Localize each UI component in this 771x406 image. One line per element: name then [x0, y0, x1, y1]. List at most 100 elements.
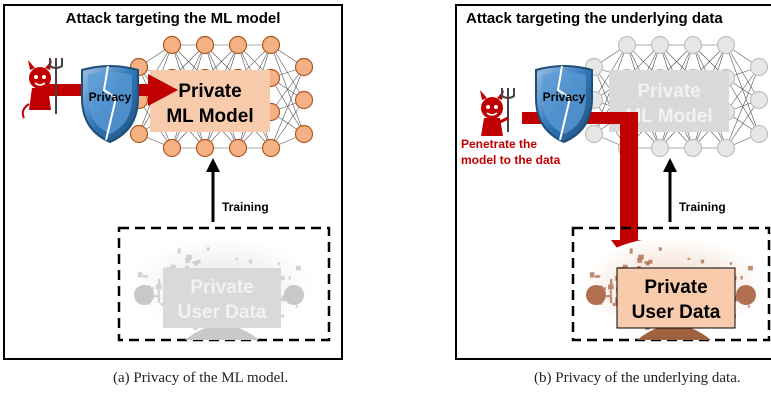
data-glyph — [278, 314, 284, 318]
data-glyph — [235, 257, 239, 260]
data-glyph — [747, 265, 753, 271]
network-node — [195, 138, 215, 158]
data-glyph — [170, 264, 176, 270]
privacy-shield-icon: Privacy — [81, 65, 139, 144]
data-glyph — [687, 257, 691, 260]
data-glyph — [193, 262, 198, 266]
data-glyph — [281, 295, 286, 302]
attack-arrow — [522, 112, 647, 264]
data-glyph — [733, 295, 738, 302]
model-label-line1: Private — [637, 81, 700, 102]
private-ml-model-box — [150, 70, 270, 132]
data-glyph — [206, 247, 210, 251]
data-glyph — [637, 257, 643, 263]
data-glyph — [615, 275, 618, 281]
network-node — [683, 138, 703, 158]
network-node — [294, 57, 314, 77]
caption-b: (b) Privacy of the underlying data. — [534, 370, 741, 386]
data-glyph — [729, 262, 733, 265]
data-glyph — [185, 265, 189, 269]
data-glyph — [747, 305, 751, 308]
user-data-store — [117, 226, 331, 342]
model-label-line2: ML Model — [625, 106, 712, 127]
data-glyph — [280, 276, 285, 281]
shield-label: Privacy — [543, 90, 586, 104]
data-glyph — [648, 259, 653, 264]
data-glyph — [638, 254, 644, 260]
network-node — [228, 35, 248, 55]
data-glyph — [157, 279, 161, 285]
network-node — [294, 90, 314, 110]
data-glyph — [248, 259, 253, 264]
data-glyph — [609, 279, 613, 285]
data-glyph — [196, 259, 201, 264]
data-glyph — [192, 261, 198, 264]
data-glyph — [151, 287, 154, 291]
training-arrow — [663, 158, 677, 222]
network-node — [129, 124, 149, 144]
data-glyph — [284, 285, 304, 305]
panel-a-title: Attack targeting the ML model — [65, 10, 281, 27]
model-label-line1: Private — [178, 81, 241, 102]
network-node — [294, 124, 314, 144]
network-node — [716, 138, 736, 158]
data-glyph — [609, 297, 613, 304]
data-glyph — [606, 294, 612, 298]
training-label: Training — [222, 200, 269, 214]
model-label-line2: ML Model — [166, 106, 253, 127]
network-node — [749, 90, 769, 110]
data-glyph — [644, 261, 650, 264]
data-glyph — [589, 272, 595, 278]
data-glyph — [608, 284, 614, 290]
data-label-line2: User Data — [632, 302, 721, 323]
network-node — [650, 138, 670, 158]
network-node — [195, 35, 215, 55]
data-glyph — [156, 284, 162, 290]
training-arrow — [206, 158, 220, 222]
attacker-devil-icon — [480, 88, 515, 136]
data-glyph — [157, 297, 161, 304]
data-label-line2: User Data — [178, 302, 267, 323]
private-user-data-box — [616, 267, 736, 329]
network-node — [650, 35, 670, 55]
attacker-devil-icon — [21, 58, 63, 119]
network-node — [584, 124, 604, 144]
network-node — [749, 124, 769, 144]
data-glyph — [177, 248, 181, 254]
data-glyph — [295, 265, 301, 271]
data-glyph — [645, 262, 650, 266]
data-glyph — [193, 326, 198, 331]
data-glyph — [157, 289, 160, 295]
training-label: Training — [679, 200, 726, 214]
data-glyph — [185, 257, 191, 263]
data-glyph — [160, 302, 166, 306]
data-glyph — [186, 254, 192, 260]
data-glyph — [277, 262, 281, 265]
data-label-line1: Private — [644, 277, 707, 298]
data-glyph — [629, 248, 633, 254]
data-glyph — [134, 285, 154, 305]
panel-b-title: Attack targeting the underlying data — [466, 10, 723, 27]
data-glyph — [137, 272, 143, 278]
data-glyph — [740, 275, 743, 280]
data-glyph — [154, 294, 160, 298]
data-glyph — [622, 264, 628, 270]
network-node — [261, 35, 281, 55]
network-node — [749, 57, 769, 77]
attack-label-line1: Penetrate the — [461, 137, 537, 151]
network-node — [617, 35, 637, 55]
network-node — [716, 35, 736, 55]
private-user-data-box — [163, 268, 281, 328]
data-glyph — [288, 275, 291, 280]
network-node — [162, 138, 182, 158]
data-base-icon — [637, 325, 711, 340]
data-glyph — [594, 275, 601, 278]
data-glyph — [700, 259, 705, 264]
data-label-line1: Private — [190, 277, 253, 298]
data-glyph — [612, 302, 618, 306]
privacy-shield-icon: Privacy — [535, 65, 593, 144]
data-glyph — [295, 305, 299, 308]
data-glyph — [586, 285, 606, 305]
shield-label: Privacy — [89, 90, 132, 104]
